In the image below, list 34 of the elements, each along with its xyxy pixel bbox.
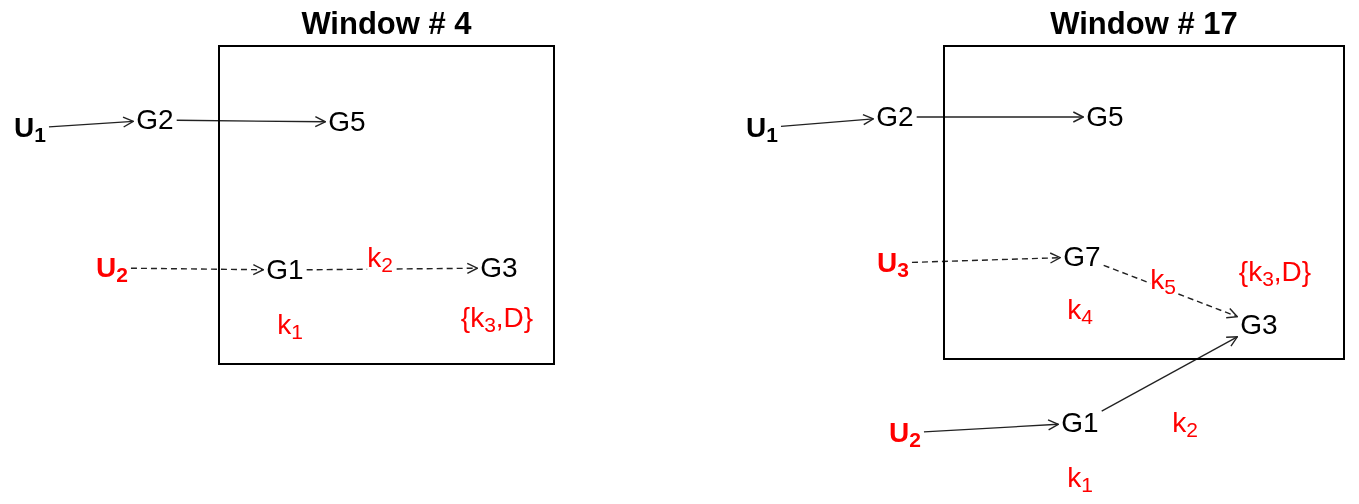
edge-label: k$_{2}$ <box>367 244 393 272</box>
gene-label: G5 <box>328 108 366 136</box>
edge-label: k$_{5}$ <box>1150 266 1176 294</box>
edge-label: k$_{2}$ <box>1172 409 1198 437</box>
input-label: U$_{2}$ <box>96 254 128 282</box>
gene-label: G5 <box>1086 103 1124 131</box>
gene-label: G3 <box>480 254 518 282</box>
gene-label: G2 <box>876 103 914 131</box>
rate-label: {k$_{3}$,D} <box>1238 258 1312 286</box>
gene-label: G1 <box>1061 409 1099 437</box>
rate-label: {k$_{3}$,D} <box>460 304 534 332</box>
window-title: Window # 4 <box>301 5 472 43</box>
arrow <box>916 111 1084 123</box>
dashed-arrow <box>306 262 478 274</box>
input-label: U$_{3}$ <box>877 249 909 277</box>
dashed-arrow <box>911 252 1061 264</box>
gene-label: G7 <box>1063 243 1101 271</box>
input-label: U$_{1}$ <box>746 114 778 142</box>
gene-label: G2 <box>136 106 174 134</box>
arrow <box>48 116 134 128</box>
arrow <box>176 115 326 128</box>
arrow <box>1101 336 1238 412</box>
dashed-arrow <box>1103 264 1238 319</box>
arrow <box>923 419 1059 433</box>
rate-label: k$_{1}$ <box>277 311 303 339</box>
arrow <box>780 113 874 128</box>
input-label: U$_{2}$ <box>889 419 921 447</box>
rate-label: k$_{1}$ <box>1067 464 1093 492</box>
input-label: U$_{1}$ <box>14 114 46 142</box>
gene-label: G3 <box>1240 311 1278 339</box>
gene-label: G1 <box>266 256 304 284</box>
window-title: Window # 17 <box>1050 5 1238 43</box>
rate-label: k$_{4}$ <box>1067 296 1093 324</box>
dashed-arrow <box>130 263 264 276</box>
